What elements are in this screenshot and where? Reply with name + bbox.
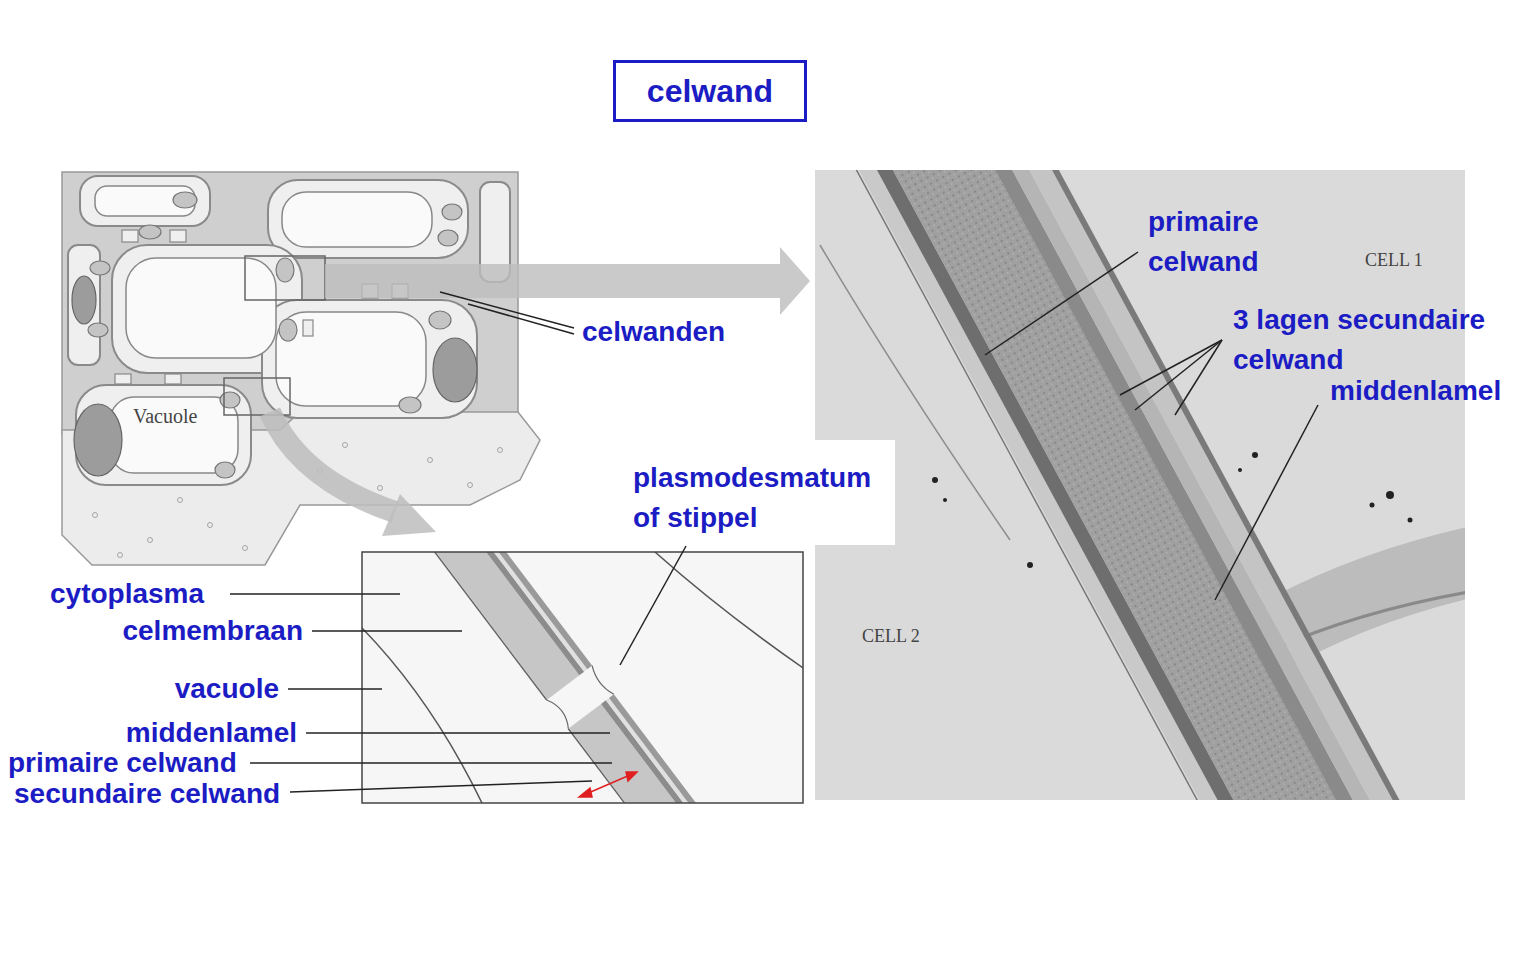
title-box: celwand — [613, 60, 807, 122]
part-label: middenlamel — [126, 718, 297, 748]
part-label: cytoplasma — [50, 579, 204, 609]
electron-micrograph — [810, 0, 1480, 954]
part-label: 3 lagen secundaire celwand — [1233, 300, 1498, 380]
zoom-arrow — [382, 494, 436, 536]
part-label: middenlamel — [1330, 376, 1501, 406]
part-label: celwanden — [582, 317, 725, 347]
part-label: vacuole — [175, 674, 279, 704]
illustration-text: CELL 1 — [1365, 249, 1423, 271]
part-label: primaire celwand — [8, 748, 237, 778]
part-label: celmembraan — [122, 616, 303, 646]
tissue-drawing — [62, 172, 540, 565]
leader-lines — [230, 252, 1318, 792]
title: celwand — [647, 73, 773, 109]
part-label: primaire celwand — [1148, 202, 1288, 282]
zoom-arrow — [325, 247, 810, 315]
thickness-arrow — [579, 772, 637, 797]
illustration-text: CELL 2 — [862, 625, 920, 647]
part-label: secundaire celwand — [14, 779, 280, 809]
illustration-text: Vacuole — [133, 404, 197, 428]
zoom-arrow — [270, 412, 395, 512]
part-label: plasmodesmatum of stippel — [633, 458, 883, 538]
